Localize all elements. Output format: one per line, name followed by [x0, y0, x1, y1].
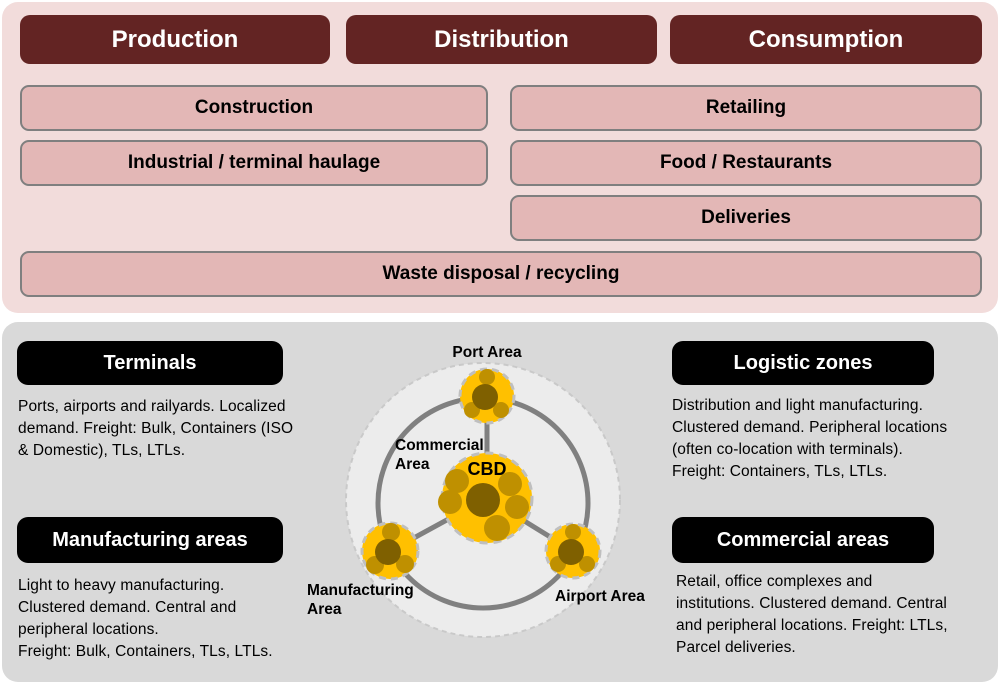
logistic-zones-description: Distribution and light manufacturing. Cl…	[672, 397, 948, 480]
box-industrial-terminal-haulage: Industrial / terminal haulage	[20, 140, 488, 186]
cbd-node	[438, 451, 534, 545]
manufacturing-areas-description: Light to heavy manufacturing. Clustered …	[18, 577, 273, 660]
header-distribution: Distribution	[346, 15, 657, 64]
port-area-node	[458, 367, 516, 425]
box-construction: Construction	[20, 85, 488, 131]
header-production: Production	[20, 15, 330, 64]
terminals-description: Ports, airports and railyards. Localized…	[18, 398, 294, 459]
label-airport-area: Airport Area	[555, 588, 645, 605]
badge-commercial-areas: Commercial areas	[672, 517, 934, 563]
box-deliveries: Deliveries	[510, 195, 982, 241]
commercial-areas-description: Retail, office complexes and institution…	[676, 573, 948, 656]
label-commercial-area: Commercial Area	[395, 437, 484, 473]
label-cbd: CBD	[467, 459, 507, 479]
box-food-restaurants: Food / Restaurants	[510, 140, 982, 186]
supply-chain-panel: Production Distribution Consumption Cons…	[2, 2, 998, 313]
label-port-area: Port Area	[452, 344, 522, 361]
manufacturing-area-node	[360, 521, 420, 581]
badge-manufacturing-areas: Manufacturing areas	[17, 517, 283, 563]
label-manufacturing-area: Manufacturing Area	[307, 582, 414, 618]
header-consumption: Consumption	[670, 15, 982, 64]
city-diagram	[345, 362, 621, 638]
box-retailing: Retailing	[510, 85, 982, 131]
airport-area-node	[544, 522, 602, 580]
badge-terminals: Terminals	[17, 341, 283, 385]
box-waste-disposal-recycling: Waste disposal / recycling	[20, 251, 982, 297]
badge-logistic-zones: Logistic zones	[672, 341, 934, 385]
